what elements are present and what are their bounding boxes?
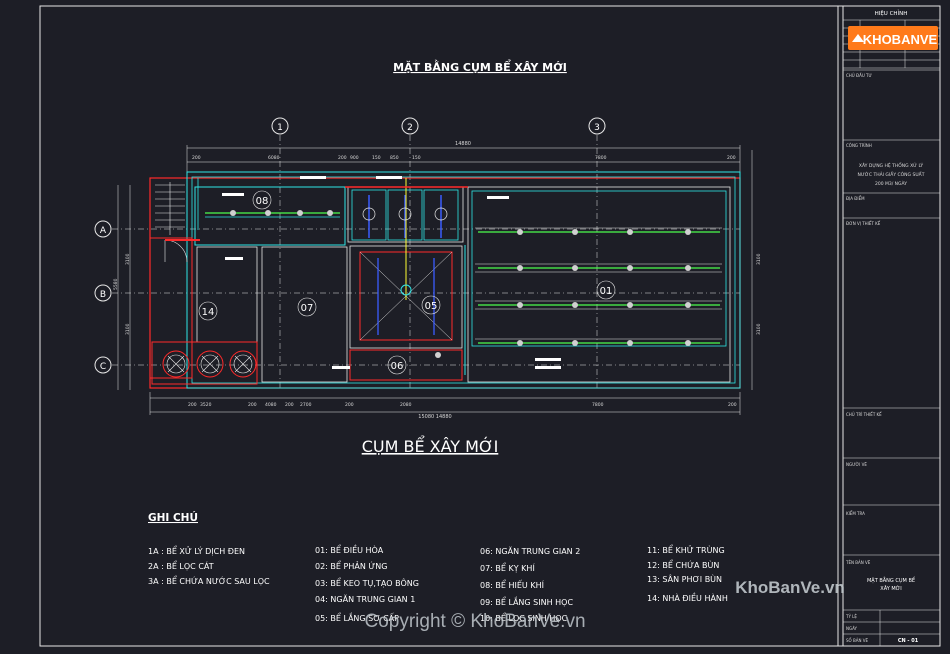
house-icon	[852, 34, 864, 42]
legend-title: GHI CHÚ	[148, 511, 198, 524]
scale-label: TỶ LỆ	[845, 614, 857, 619]
axis-a-label: A	[100, 226, 107, 236]
legend-item: 07: BỂ KỴ KHÍ	[480, 561, 535, 574]
title-block: HIỆU CHỈNH CHỦ ĐẦU TƯ CÔNG TRÌNH XÂY DỰN…	[843, 9, 940, 646]
dim-left-2: 3100	[125, 323, 131, 335]
dimensions-sides: 5580 3100 3100 3100 3100	[113, 150, 762, 390]
checker-label: KIỂM TRA	[846, 511, 865, 516]
pipe-network	[165, 178, 722, 375]
tank-07-label: 07	[301, 303, 314, 314]
dim-bot-9: 200	[728, 402, 737, 408]
dim-right-1: 3100	[756, 323, 762, 335]
axis-2-label: 2	[407, 123, 413, 133]
logo-text: KHOBANVE	[863, 32, 938, 47]
axis-c-label: C	[100, 362, 106, 372]
legend-item: 08: BỂ HIẾU KHÍ	[480, 578, 545, 590]
watermark-site: KhoBanVe.vn	[735, 578, 845, 597]
legend-item: 12: BỂ CHỨA BÙN	[647, 558, 719, 570]
watermark-logo: KHOBANVE	[848, 26, 938, 50]
dim-bot-1: 3520	[200, 402, 212, 408]
pumps	[162, 207, 448, 378]
legend-item: 01: BỂ ĐIỀU HÒA	[315, 543, 384, 555]
sheet-border	[39, 5, 941, 647]
dim-bot-5: 2700	[300, 402, 312, 408]
dimensions-top: 14880 200 6080 200 900 150 850 150 7800 …	[186, 141, 741, 175]
legend-item: 03: BỂ KEO TỤ,TẠO BÔNG	[315, 576, 419, 589]
legend-item: 04: NGĂN TRUNG GIAN 1	[315, 593, 415, 604]
owner-label: CHỦ ĐẦU TƯ	[846, 73, 872, 78]
dim-bottom-total: 15080 14880	[418, 414, 451, 420]
legend-item: 3A : BỂ CHỨA NƯỚC SAU LỌC	[148, 574, 270, 586]
dim-bot-7: 2080	[400, 402, 412, 408]
dim-left-0: 5580	[113, 278, 119, 290]
watermark-copyright: Copyright © KhoBanVe.vn	[364, 611, 585, 632]
legend-item: 10: BỂ LỌC SINH HỌC	[480, 611, 568, 623]
tank-14-label: 14	[202, 307, 215, 318]
drawing-name-line-1: MẶT BẰNG CỤM BỂ	[867, 576, 916, 584]
aeration-diffusers	[230, 210, 691, 358]
legend-item: 11: BỂ KHỬ TRÙNG	[647, 543, 725, 555]
dim-top-1: 6080	[268, 155, 280, 161]
annotation-tags	[222, 176, 561, 369]
project-name-line-2: NƯỚC THẢI GIẤY CÔNG SUẤT	[858, 170, 925, 178]
dim-top-5: 850	[390, 155, 399, 161]
legend-item: 09: BỂ LẮNG SINH HỌC	[480, 595, 573, 607]
dim-bot-4: 200	[285, 402, 294, 408]
revision-label: HIỆU CHỈNH	[875, 9, 908, 17]
designer-label: CHỦ TRÌ THIẾT KẾ	[846, 411, 882, 417]
dim-top-7: 7800	[595, 155, 607, 161]
tank-05-label: 05	[425, 301, 438, 312]
grid-axes: 1 2 3 A B C	[94, 117, 740, 390]
plan-title: MẶT BẰNG CỤM BỂ XÂY MỚI	[393, 59, 567, 74]
legend-item: 1A : BỂ XỬ LÝ DỊCH ĐEN	[148, 544, 245, 557]
dim-top-0: 200	[192, 155, 201, 161]
axis-3-label: 3	[594, 123, 600, 133]
dim-top-4: 150	[372, 155, 381, 161]
dim-bot-6: 200	[345, 402, 354, 408]
legend-item: 14: NHÀ ĐIỀU HÀNH	[647, 591, 728, 603]
axis-b-label: B	[100, 290, 106, 300]
design-unit-label: ĐƠN VỊ THIẾT KẾ	[846, 220, 881, 226]
tank-labels: 08 07 14 05 06 01	[198, 190, 616, 375]
dim-top-8: 200	[727, 155, 736, 161]
dim-top-total: 14880	[455, 141, 471, 147]
dim-right-0: 3100	[756, 253, 762, 265]
legend-item: 06: NGĂN TRUNG GIAN 2	[480, 545, 580, 556]
dim-top-2: 200	[338, 155, 347, 161]
address-label: ĐỊA ĐIỂM	[846, 196, 865, 201]
legend-item: 02: BỂ PHẢN ỨNG	[315, 559, 387, 571]
tank-08-label: 08	[256, 196, 269, 207]
project-name-line-1: XÂY DỰNG HỆ THỐNG XỬ LÝ	[859, 161, 923, 169]
dim-bot-0: 200	[188, 402, 197, 408]
sheet-number: CN - 01	[898, 638, 919, 644]
dimensions-bottom: 200 3520 200 4080 200 2700 200 2080 7800…	[149, 392, 741, 420]
legend-item: 2A : BỂ LỌC CÁT	[148, 559, 214, 571]
axis-1-label: 1	[277, 123, 283, 133]
project-label: CÔNG TRÌNH	[846, 143, 872, 148]
drawing-name-line-2: XÂY MỚI	[880, 585, 901, 592]
tank-01-label: 01	[600, 286, 613, 297]
dim-bot-2: 200	[248, 402, 257, 408]
date-label: NGÀY	[846, 626, 858, 631]
main-caption: CỤM BỂ XÂY MỚI	[362, 435, 499, 456]
dim-left-1: 3100	[125, 253, 131, 265]
legend-item: 13: SÂN PHƠI BÙN	[647, 573, 722, 584]
tank-06-label: 06	[391, 361, 404, 372]
sheet-label: SỐ BẢN VẼ	[846, 638, 868, 643]
drawer-label: NGƯỜI VẼ	[846, 462, 867, 467]
dim-top-3: 900	[350, 155, 359, 161]
project-name-line-3: 200 M3/ NGÀY	[875, 180, 907, 187]
plan-outline	[149, 171, 741, 389]
legend: GHI CHÚ 1A : BỂ XỬ LÝ DỊCH ĐEN 2A : BỂ L…	[148, 511, 728, 623]
dim-bot-3: 4080	[265, 402, 277, 408]
dim-top-6: 150	[412, 155, 421, 161]
dim-bot-8: 7800	[592, 402, 604, 408]
drawing-name-label: TÊN BẢN VẼ	[845, 560, 871, 565]
legend-item: 05: BỂ LẮNG SƠ CẤP	[315, 611, 399, 623]
